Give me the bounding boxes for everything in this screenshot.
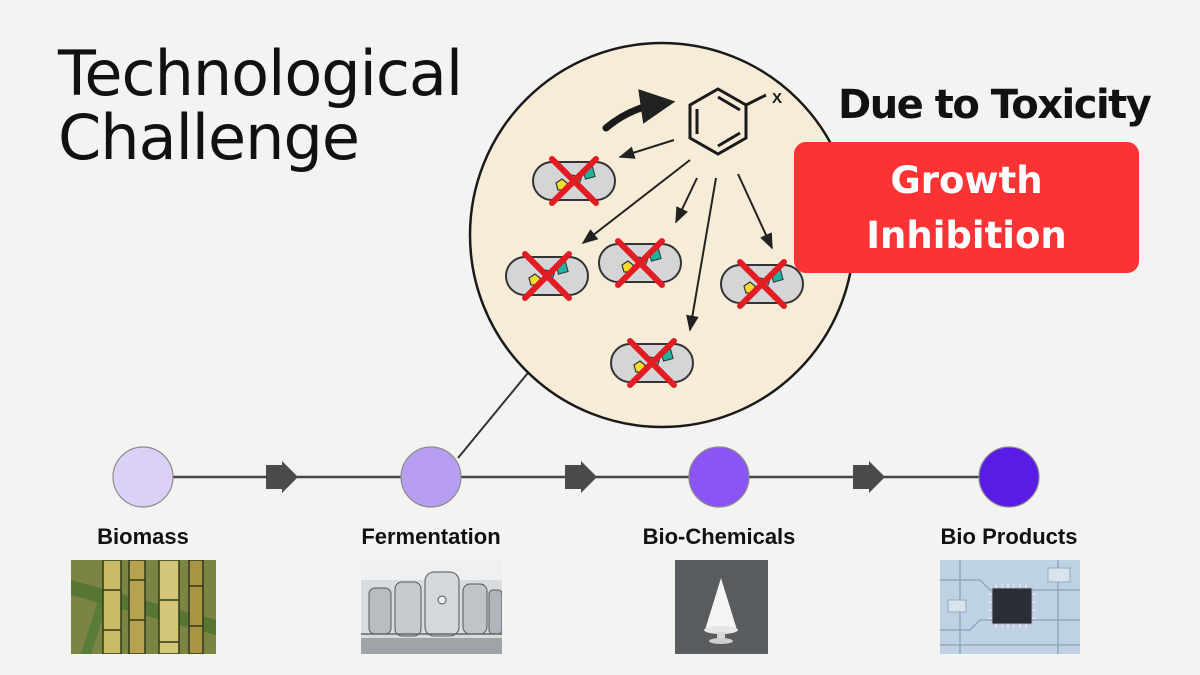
sugarcane-photo bbox=[71, 560, 216, 654]
toxicity-arrows bbox=[581, 139, 773, 332]
stage-label-bio-chemicals: Bio-Chemicals bbox=[642, 524, 796, 549]
toxicity-heading: Due to Toxicity bbox=[838, 82, 1152, 128]
stage-label-biomass: Biomass bbox=[97, 524, 189, 549]
flow-arrow bbox=[565, 461, 597, 493]
molecule-substituent-label: X bbox=[772, 90, 782, 107]
stage-node-bio-chemicals bbox=[688, 446, 750, 508]
inhibited-bacterium bbox=[533, 159, 615, 203]
title-line-1: Technological bbox=[58, 37, 463, 110]
stage-node-fermentation bbox=[400, 446, 462, 508]
stage-label-bio-products: Bio Products bbox=[940, 524, 1078, 549]
growth-inhibition-label: Growth Inhibition bbox=[866, 158, 1067, 257]
flow-arrow bbox=[266, 461, 298, 493]
stage-label-fermentation: Fermentation bbox=[361, 524, 501, 549]
title-line-2: Challenge bbox=[58, 101, 360, 174]
zoom-connector-line bbox=[457, 367, 533, 459]
inhibited-bacterium bbox=[599, 241, 681, 285]
title: Technological Challenge bbox=[58, 37, 463, 174]
inhibited-bacterium bbox=[506, 254, 588, 298]
benzene-ring-icon bbox=[688, 87, 767, 156]
stage-node-bio-products bbox=[978, 446, 1040, 508]
flow-arrow bbox=[853, 461, 885, 493]
fermentation-tanks-photo bbox=[361, 560, 502, 654]
stage-node-biomass bbox=[112, 446, 174, 508]
inhibited-bacterium bbox=[721, 262, 803, 306]
curved-arrow bbox=[602, 89, 676, 132]
microchip-photo bbox=[940, 560, 1080, 654]
inhibited-bacterium bbox=[611, 341, 693, 385]
growth-inhibition-box: Growth Inhibition bbox=[794, 142, 1139, 273]
white-powder-photo bbox=[675, 560, 768, 654]
